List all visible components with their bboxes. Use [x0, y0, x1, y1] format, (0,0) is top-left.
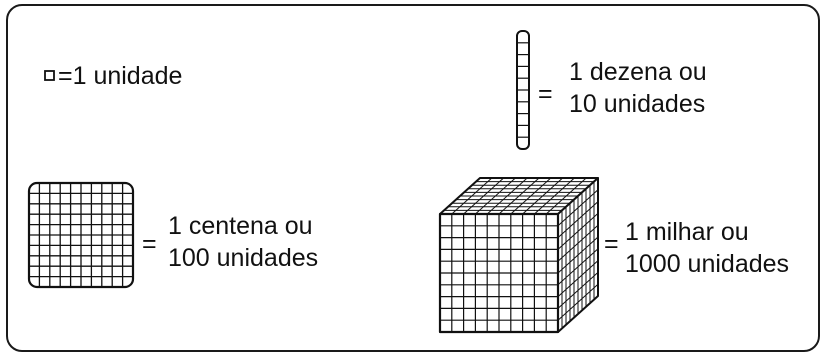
- unit-label: =1 unidade: [58, 62, 183, 90]
- thousand-equals: =: [604, 230, 619, 258]
- ten-label-line2: 10 unidades: [569, 90, 706, 118]
- ten-equals: =: [538, 80, 553, 108]
- thousand-label-line2: 1000 unidades: [625, 250, 790, 278]
- ten-label-line1: 1 dezena ou: [569, 58, 707, 86]
- ten-rod-icon: [516, 30, 530, 150]
- hundred-equals: =: [142, 230, 157, 258]
- thousand-cube-icon: [438, 177, 599, 334]
- unit-cube-icon: [44, 70, 55, 81]
- diagram-frame: [6, 4, 820, 352]
- hundred-label-line2: 100 unidades: [168, 244, 319, 272]
- thousand-label-line1: 1 milhar ou: [625, 218, 749, 246]
- hundred-label-line1: 1 centena ou: [168, 212, 313, 240]
- hundred-flat-icon: [27, 181, 135, 289]
